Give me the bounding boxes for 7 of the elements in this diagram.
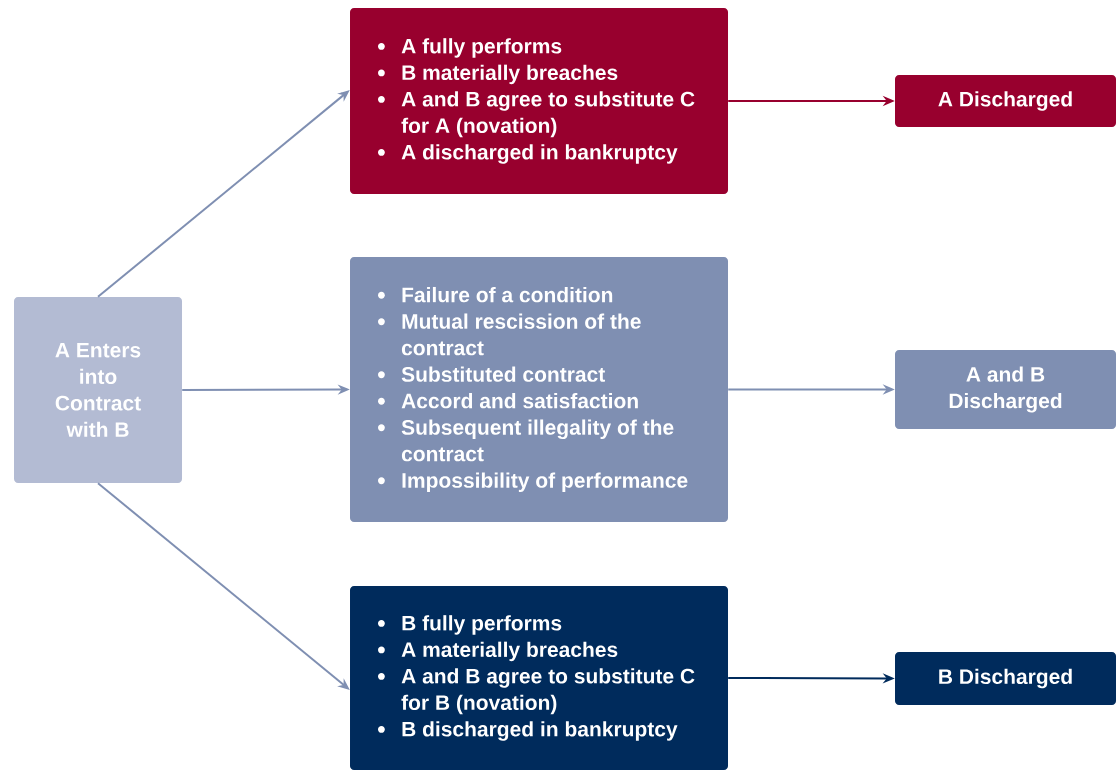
outcome-box: A Enters into Contract with B (14, 297, 182, 483)
outcome-box: A and B Discharged (895, 350, 1116, 429)
condition-list-box: B fully performs A materially breaches A and B agree to substitute C for B (novation) B discharged in bankruptcy (350, 586, 728, 770)
condition-list-box: Failure of a condition Mutual rescission of the contract Substituted contract Accord and satisfaction Subsequent illegality of the contract Impossibility of performance (350, 257, 728, 522)
outcome-box: B Discharged (895, 652, 1116, 705)
condition-list-box: A fully performs B materially breaches A and B agree to substitute C for A (novation) A discharged in bankruptcy (350, 8, 728, 194)
outcome-box: A Discharged (895, 75, 1116, 127)
